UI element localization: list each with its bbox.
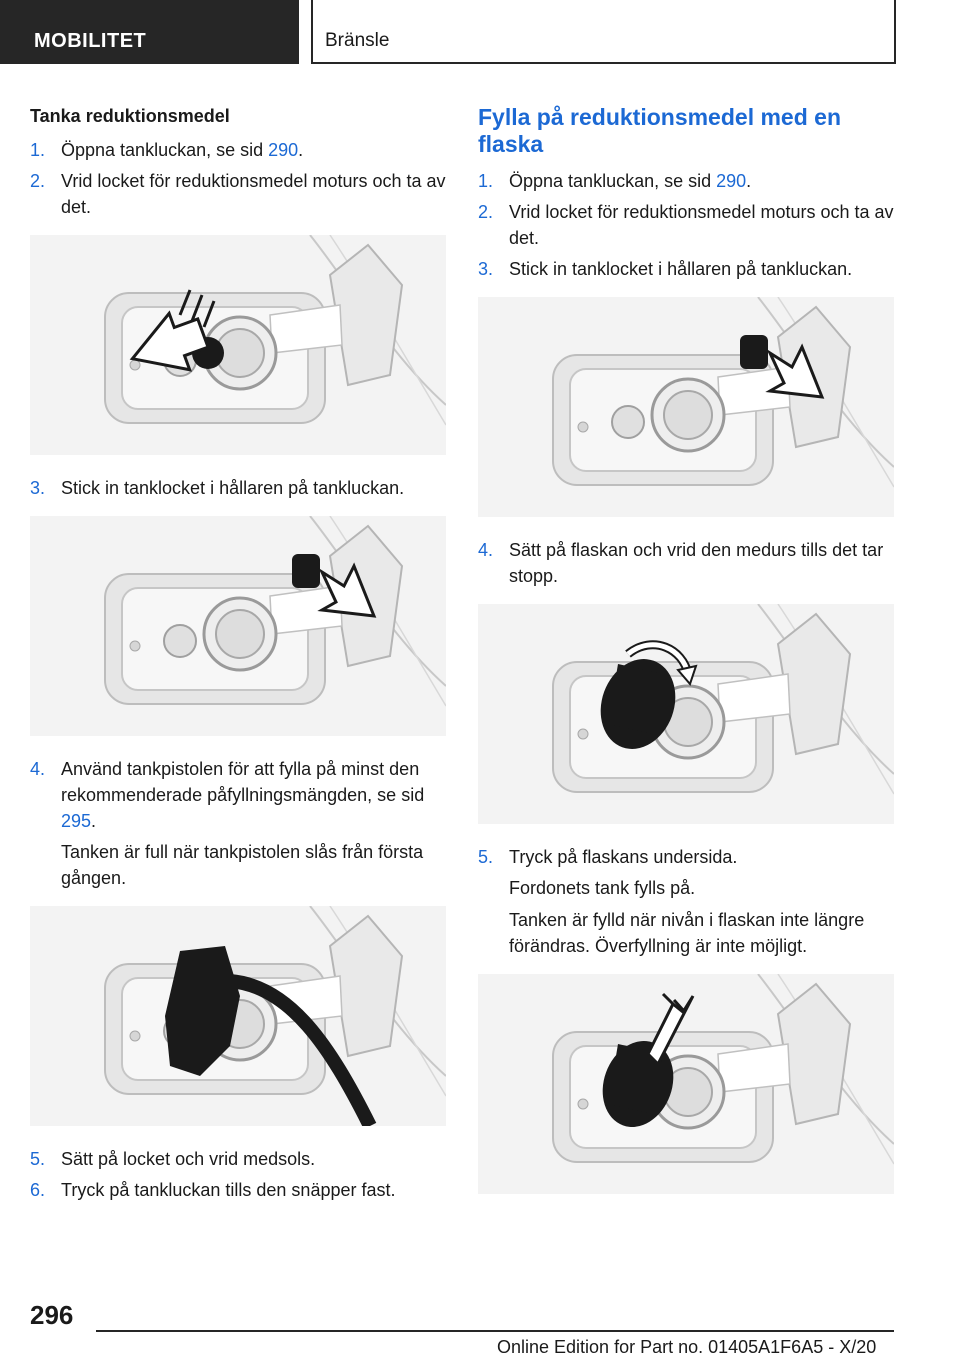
- page-number: 296: [30, 1300, 74, 1330]
- step-number: 2.: [30, 171, 46, 191]
- step-item: 5. Sätt på locket och vrid medsols.: [30, 1146, 446, 1172]
- chapter-title: Bränsle: [311, 0, 896, 64]
- step-text: Använd tankpistolen för att fylla på min…: [61, 759, 425, 805]
- step-number: 3.: [478, 259, 494, 279]
- step-number: 1.: [478, 171, 494, 191]
- step-number: 1.: [30, 140, 46, 160]
- step-text: Tryck på tankluckan tills den snäpper fa…: [61, 1180, 396, 1200]
- step-item: 3. Stick in tanklocket i hållaren på tan…: [30, 475, 446, 501]
- step-text: Vrid locket för reduktionsmedel moturs o…: [61, 171, 446, 217]
- page-link[interactable]: 290: [716, 171, 747, 191]
- section-tab: MOBILITET: [0, 0, 299, 64]
- figure-remove-cap: [30, 235, 446, 455]
- step-number: 4.: [30, 759, 46, 779]
- page-link[interactable]: 295: [61, 811, 92, 831]
- step-number: 2.: [478, 202, 494, 222]
- step-text: Öppna tankluckan, se sid: [509, 171, 717, 191]
- step-number: 4.: [478, 540, 494, 560]
- step-text: Stick in tanklocket i hållaren på tanklu…: [509, 259, 853, 279]
- figure-press-bottle: [478, 974, 894, 1194]
- step-text: Öppna tankluckan, se sid: [61, 140, 269, 160]
- step-item: 4. Sätt på flaskan och vrid den medurs t…: [478, 537, 894, 589]
- step-item: 1. Öppna tankluckan, se sid 290.: [478, 168, 894, 194]
- step-text: Sätt på locket och vrid medsols.: [61, 1149, 316, 1169]
- step-text: Vrid locket för reduktionsmedel moturs o…: [509, 202, 894, 248]
- step-note: Fordonets tank fylls på.: [509, 878, 696, 898]
- figure-cap-holder-bottle: [478, 297, 894, 517]
- footer-rule: [96, 1330, 894, 1332]
- section-heading: Fylla på reduktionsmedel med en flaska: [478, 104, 841, 157]
- step-note: Tanken är fylld när nivån i flaskan inte…: [509, 910, 865, 956]
- footer-edition: Online Edition for Part no. 01405A1F6A5 …: [497, 1337, 877, 1357]
- step-item: 1. Öppna tankluckan, se sid 290.: [30, 137, 446, 163]
- figure-cap-holder: [30, 516, 446, 736]
- step-item: 2. Vrid locket för reduktionsmedel motur…: [30, 168, 446, 220]
- step-text: Sätt på flaskan och vrid den medurs till…: [509, 540, 884, 586]
- step-item: 6. Tryck på tankluckan tills den snäpper…: [30, 1177, 446, 1203]
- step-number: 6.: [30, 1180, 46, 1200]
- page-header: MOBILITET Bränsle: [0, 0, 960, 66]
- step-text: Stick in tanklocket i hållaren på tanklu…: [61, 478, 405, 498]
- step-note: Tanken är full när tankpistolen slås frå…: [61, 842, 424, 888]
- step-item: 5. Tryck på flaskans undersida.: [478, 844, 894, 870]
- figure-fill-nozzle: [30, 906, 446, 1126]
- step-item: 2. Vrid locket för reduktionsmedel motur…: [478, 199, 894, 251]
- left-column: Tanka reduktionsmedel 1. Öppna tanklucka…: [30, 100, 446, 1208]
- step-item: 4. Använd tankpistolen för att fylla på …: [30, 756, 446, 834]
- step-text: Tryck på flaskans undersida.: [509, 847, 738, 867]
- right-column: Fylla på reduktionsmedel med en flaska 1…: [478, 100, 894, 1214]
- figure-attach-bottle: [478, 604, 894, 824]
- step-item: 3. Stick in tanklocket i hållaren på tan…: [478, 256, 894, 282]
- step-number: 5.: [30, 1149, 46, 1169]
- section-subtitle: Tanka reduktionsmedel: [30, 106, 230, 126]
- step-number: 5.: [478, 847, 494, 867]
- page-link[interactable]: 290: [268, 140, 299, 160]
- step-number: 3.: [30, 478, 46, 498]
